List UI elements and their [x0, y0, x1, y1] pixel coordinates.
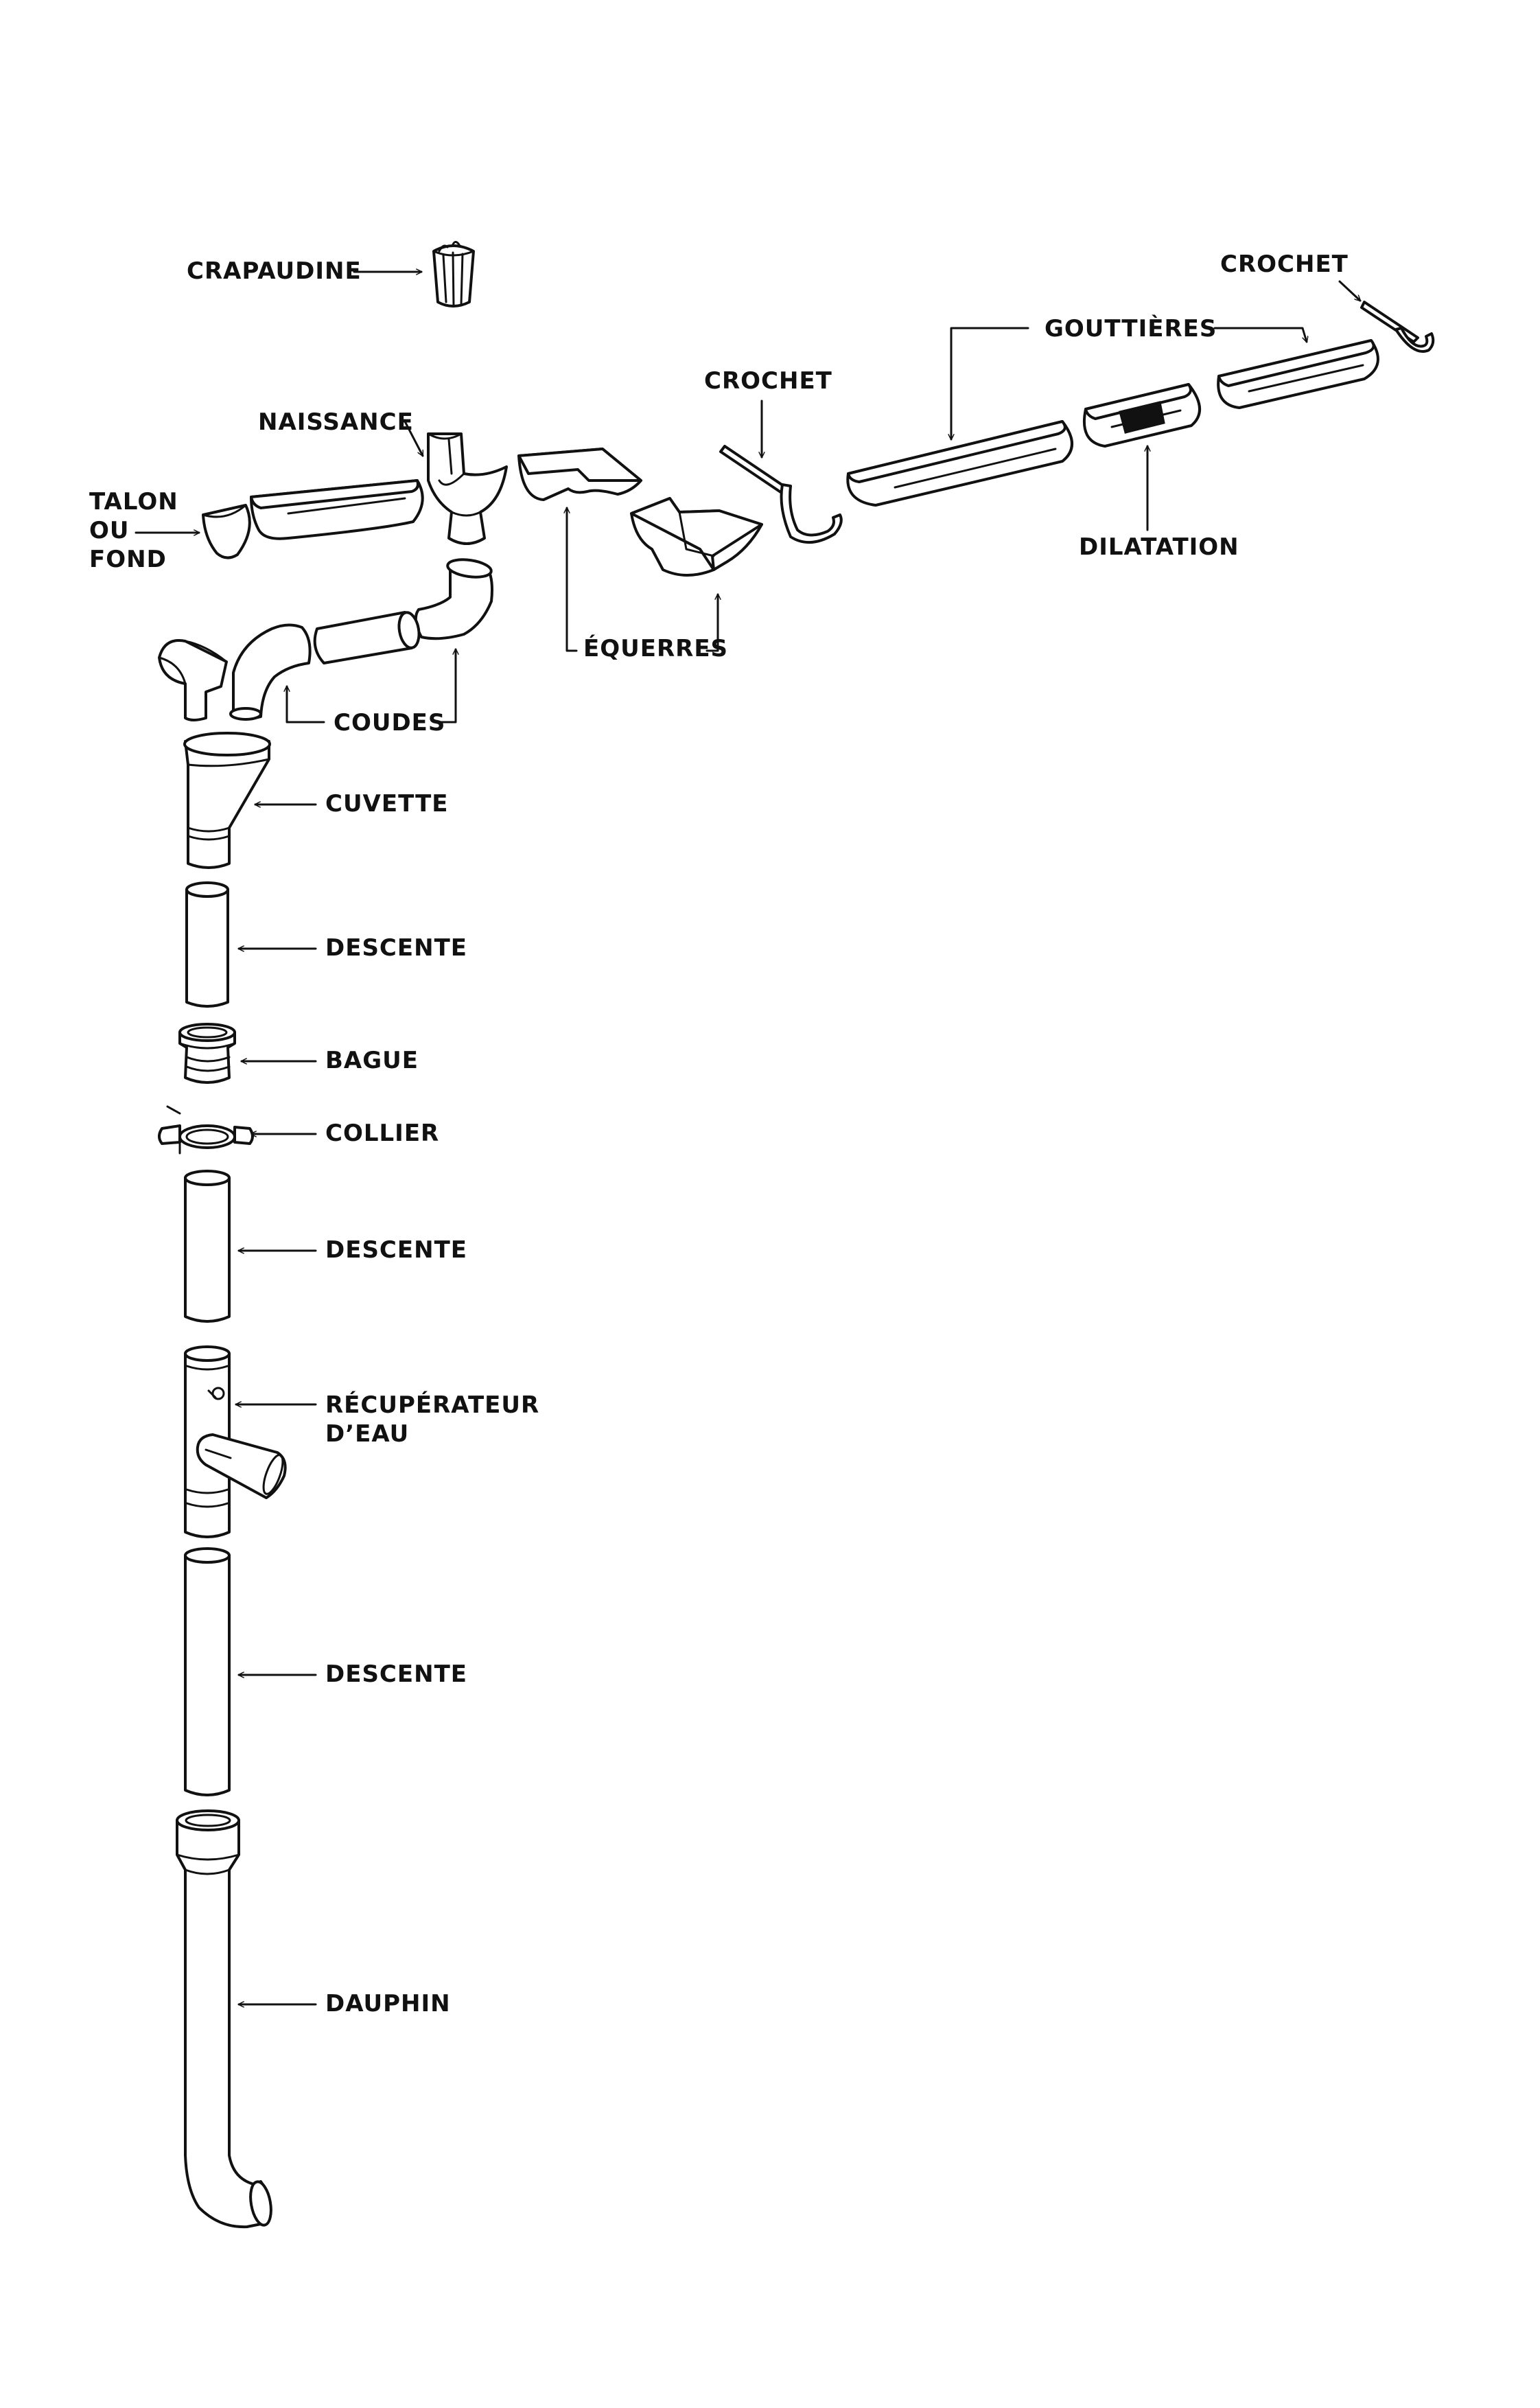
coude-middle-drawing	[229, 623, 312, 721]
label-crapaudine: CRAPAUDINE	[187, 257, 362, 285]
descente-3-drawing	[184, 1547, 231, 1796]
descente-1-drawing	[185, 881, 229, 1008]
gouttiere-long-drawing	[846, 420, 1073, 507]
label-talon-line3: FOND	[89, 546, 167, 573]
dilatation-joint-drawing	[1082, 383, 1202, 448]
equerre-2-drawing	[630, 497, 763, 577]
label-collier: COLLIER	[325, 1120, 439, 1147]
crapaudine-strainer-drawing	[432, 241, 475, 308]
label-dilatation: DILATATION	[1079, 533, 1239, 561]
label-descente-2: DESCENTE	[325, 1236, 467, 1264]
dauphin-drawing	[176, 1809, 272, 2229]
label-dauphin: DAUPHIN	[325, 1990, 451, 2017]
label-gouttieres: GOUTTIÈRES	[1045, 314, 1217, 343]
coude-left-drawing	[158, 639, 228, 721]
label-coudes: COUDES	[334, 709, 445, 737]
recuperateur-eau-drawing	[184, 1345, 287, 1538]
equerre-1-drawing	[517, 448, 642, 501]
talon-drawing	[202, 504, 251, 559]
tube-straight-drawing	[313, 611, 421, 664]
crochet-right-hook-drawing	[1360, 301, 1435, 353]
crochet-middle-hook-drawing	[719, 445, 843, 544]
label-cuvette: CUVETTE	[325, 790, 449, 818]
gouttiere-left-drawing	[250, 479, 424, 540]
collier-drawing	[158, 1105, 254, 1155]
label-descente-1: DESCENTE	[325, 934, 467, 962]
label-equerres: ÉQUERRES	[583, 634, 728, 662]
arrow-equerres-left	[567, 507, 578, 652]
label-crochet-middle: CROCHET	[704, 367, 832, 395]
gouttiere-right-drawing	[1217, 339, 1379, 409]
coude-top-drawing	[414, 558, 493, 640]
cuvette-drawing	[183, 732, 271, 869]
leader-arrows	[135, 272, 1360, 2004]
arrow-coudes-left	[287, 685, 325, 723]
bague-drawing	[178, 1023, 236, 1084]
arrow-gouttieres-right	[1213, 327, 1307, 342]
label-talon-line1: TALON	[89, 488, 178, 516]
descente-2-drawing	[184, 1170, 231, 1323]
naissance-drawing	[427, 432, 508, 545]
label-recuperateur-line1: RÉCUPÉRATEUR	[325, 1391, 539, 1419]
label-recuperateur-line2: D’EAU	[325, 1420, 409, 1448]
arrow-naissance	[404, 420, 424, 456]
label-bague: BAGUE	[325, 1047, 419, 1074]
label-descente-3: DESCENTE	[325, 1660, 467, 1688]
arrow-gouttieres-left	[951, 327, 1029, 441]
arrow-crochet-right	[1338, 280, 1360, 301]
label-talon-line2: OU	[89, 517, 130, 544]
arrow-equerres-right	[705, 593, 718, 652]
label-crochet-right: CROCHET	[1220, 251, 1349, 278]
label-naissance: NAISSANCE	[258, 408, 414, 436]
arrow-coudes-right	[438, 648, 456, 723]
